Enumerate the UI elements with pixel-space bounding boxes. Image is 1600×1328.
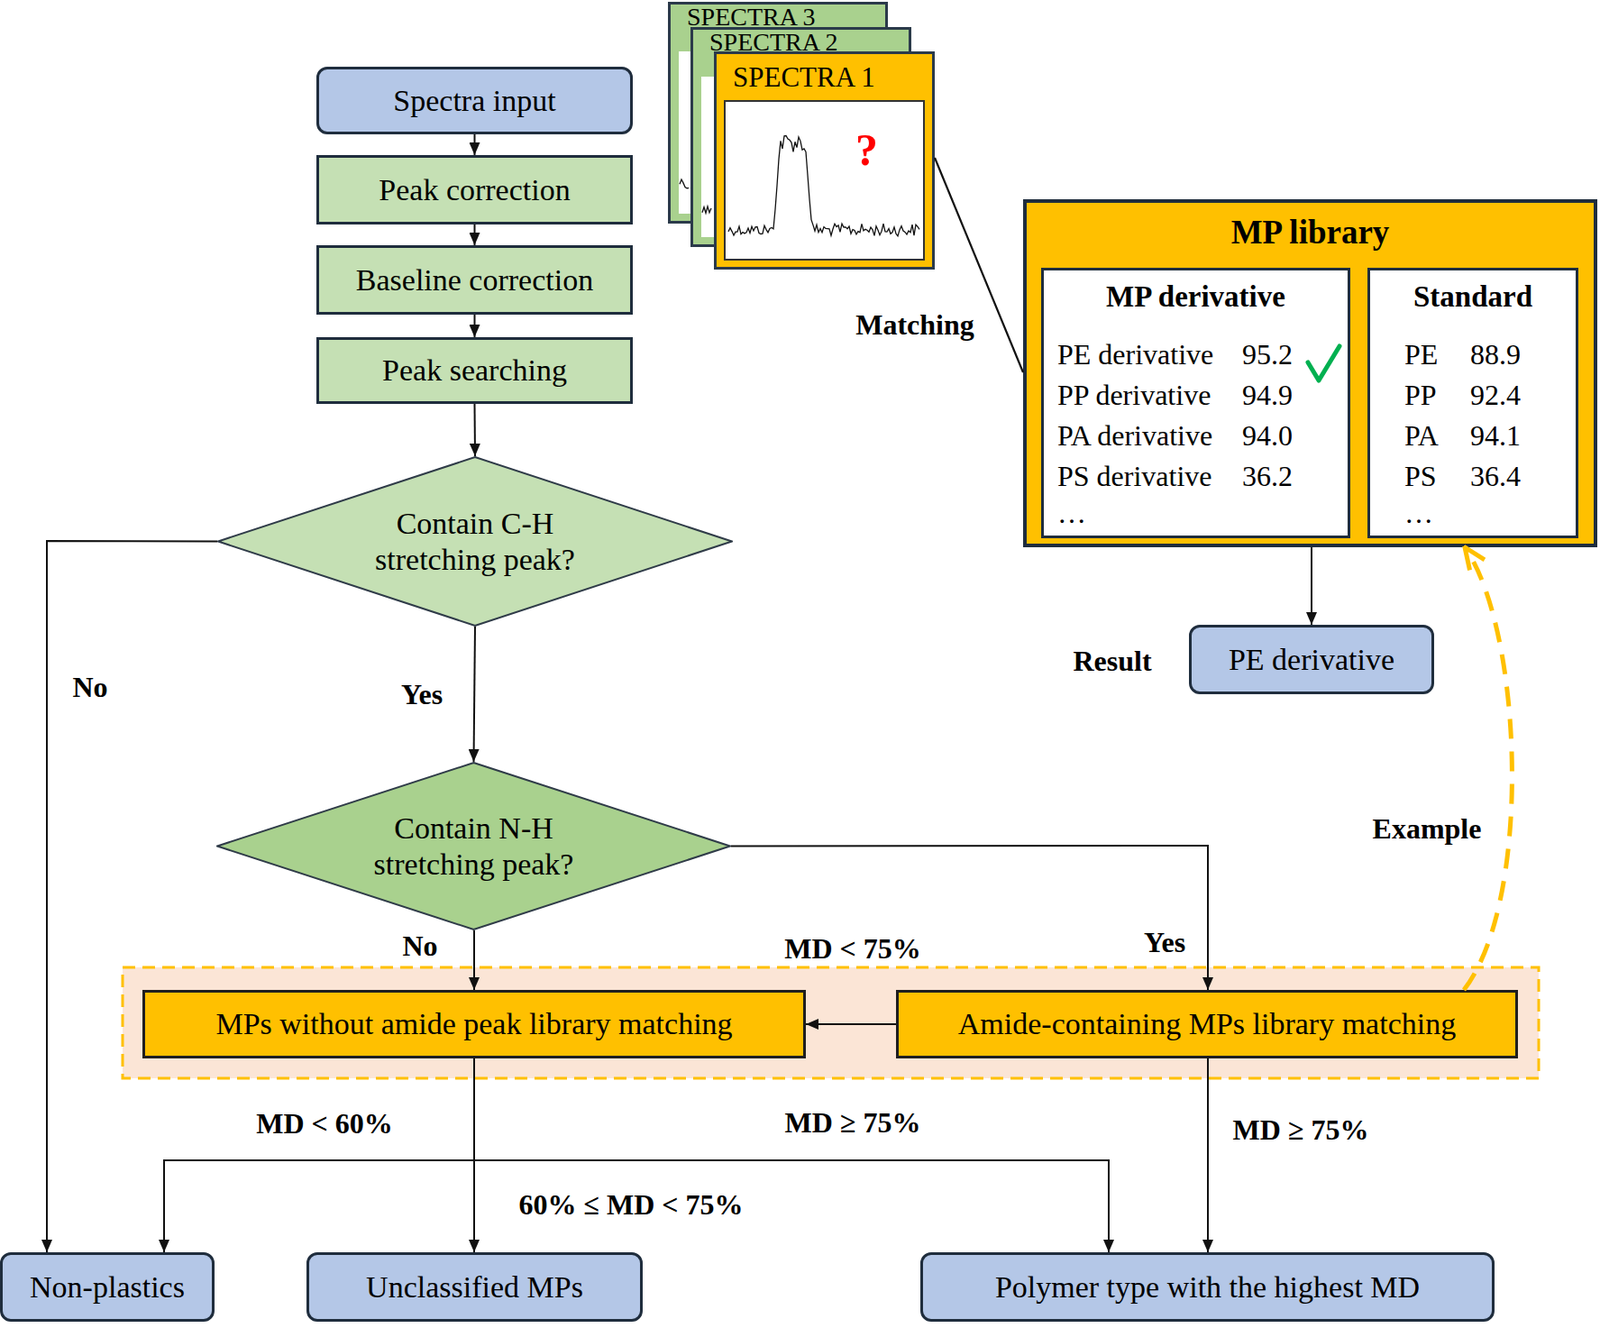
- node-text: 36.4: [1470, 458, 1521, 494]
- node-text: PP derivative: [1057, 377, 1211, 412]
- node-text: PE: [1404, 337, 1438, 372]
- node-text: 36.2: [1242, 458, 1293, 494]
- node-text: PE derivative: [1057, 337, 1214, 372]
- library-panel: MP library MP derivative PE derivative 95.2…: [1023, 199, 1598, 548]
- node-text: Amide-containing MPs library matching: [958, 1005, 1456, 1042]
- flow-connector: [46, 540, 218, 1253]
- flow-connector: [731, 845, 1208, 990]
- edge-label: MD < 60%: [256, 1106, 394, 1141]
- edge-label: MD ≥ 75%: [785, 1106, 922, 1140]
- flow-connector: [474, 403, 477, 457]
- node-text: Standard: [1370, 279, 1576, 314]
- diamond-outline: [217, 456, 733, 627]
- edge-label: Yes: [401, 677, 443, 712]
- process-box: Peak searching: [316, 337, 633, 404]
- node-text: Peak searching: [382, 352, 567, 388]
- flow-connector: [473, 930, 476, 990]
- flow-connector: [164, 1058, 475, 1253]
- flow-connector: [474, 1058, 1109, 1253]
- flow-connector: [1310, 547, 1313, 625]
- node-text: 95.2: [1242, 337, 1293, 372]
- flow-connector: [474, 314, 476, 338]
- process-box: Baseline correction: [316, 245, 633, 315]
- node-text: Polymer type with the highest MD: [995, 1269, 1420, 1305]
- decision-diamond: Contain N-H stretching peak?: [216, 761, 732, 931]
- edge-label: MD < 75%: [784, 932, 922, 966]
- node-text: Contain C-H stretching peak?: [347, 505, 604, 576]
- node-text: 94.1: [1470, 418, 1521, 453]
- node-text: MPs without amide peak library matching: [215, 1005, 732, 1042]
- diamond-outline: [216, 761, 732, 931]
- node-text: Spectra input: [393, 82, 556, 119]
- flow-connector: [1206, 1058, 1209, 1253]
- flow-connector: [473, 1058, 476, 1253]
- node-text: 88.9: [1470, 337, 1521, 372]
- node-text: PA: [1404, 418, 1439, 453]
- node-text: MP library: [1026, 215, 1594, 250]
- result-box: Unclassified MPs: [306, 1252, 643, 1322]
- node-text: 94.9: [1242, 377, 1293, 412]
- free-label: Result: [1072, 644, 1152, 678]
- diamond-shape: [218, 457, 732, 626]
- spectrum-card: SPECTRA 1?: [713, 51, 935, 270]
- dashed-band: [122, 967, 1539, 1079]
- node-text: MP derivative: [1043, 279, 1348, 314]
- node-text: 94.0: [1242, 418, 1293, 453]
- node-text: PA derivative: [1057, 418, 1213, 453]
- edge-label: No: [402, 929, 438, 963]
- node-text: ?: [855, 124, 878, 175]
- process-box: Peak correction: [316, 155, 633, 225]
- start-box: Spectra input: [316, 66, 633, 135]
- edge-label: No: [72, 670, 108, 704]
- result-box: PE derivative: [1188, 624, 1435, 695]
- decision-diamond: Contain C-H stretching peak?: [217, 456, 733, 627]
- result-box: Polymer type with the highest MD: [920, 1252, 1495, 1322]
- flow-connector: [474, 134, 476, 156]
- flow-connector: [805, 1023, 896, 1025]
- edge-label: MD ≥ 75%: [1233, 1113, 1370, 1147]
- node-text: PE derivative: [1228, 641, 1395, 677]
- library-table: MP derivative PE derivative 95.2 PP derivat…: [1041, 267, 1351, 539]
- node-text: SPECTRA 1: [732, 61, 876, 94]
- node-text: Unclassified MPs: [365, 1269, 584, 1305]
- node-text: Peak correction: [378, 172, 570, 208]
- node-text: PP: [1404, 377, 1437, 412]
- result-box: Non-plastics: [0, 1252, 215, 1322]
- matching-box: MPs without amide peak library matching: [142, 989, 806, 1059]
- node-text: Contain N-H stretching peak?: [345, 810, 603, 881]
- flow-connector: [474, 626, 476, 762]
- node-text: …: [1057, 495, 1087, 531]
- node-text: Baseline correction: [356, 262, 594, 298]
- edge-label: 60% ≤ MD < 75%: [518, 1188, 743, 1222]
- node-text: Non-plastics: [29, 1269, 185, 1305]
- node-text: PS derivative: [1057, 458, 1213, 494]
- node-text: …: [1404, 495, 1434, 531]
- edge-label: Example: [1372, 812, 1482, 846]
- dashed-arrow: [1463, 547, 1512, 990]
- node-text: SPECTRA 3: [686, 4, 815, 30]
- flow-connector: [474, 224, 476, 246]
- diamond-shape: [217, 762, 731, 930]
- library-table: StandardPE 88.9PP 92.4PA 94.1PS 36.4 …: [1367, 267, 1579, 539]
- matching-box: Amide-containing MPs library matching: [896, 989, 1518, 1059]
- node-text: 92.4: [1470, 377, 1521, 412]
- edge-label: Yes: [1143, 925, 1186, 960]
- edge-label: Matching: [855, 308, 975, 342]
- node-text: PS: [1404, 458, 1437, 494]
